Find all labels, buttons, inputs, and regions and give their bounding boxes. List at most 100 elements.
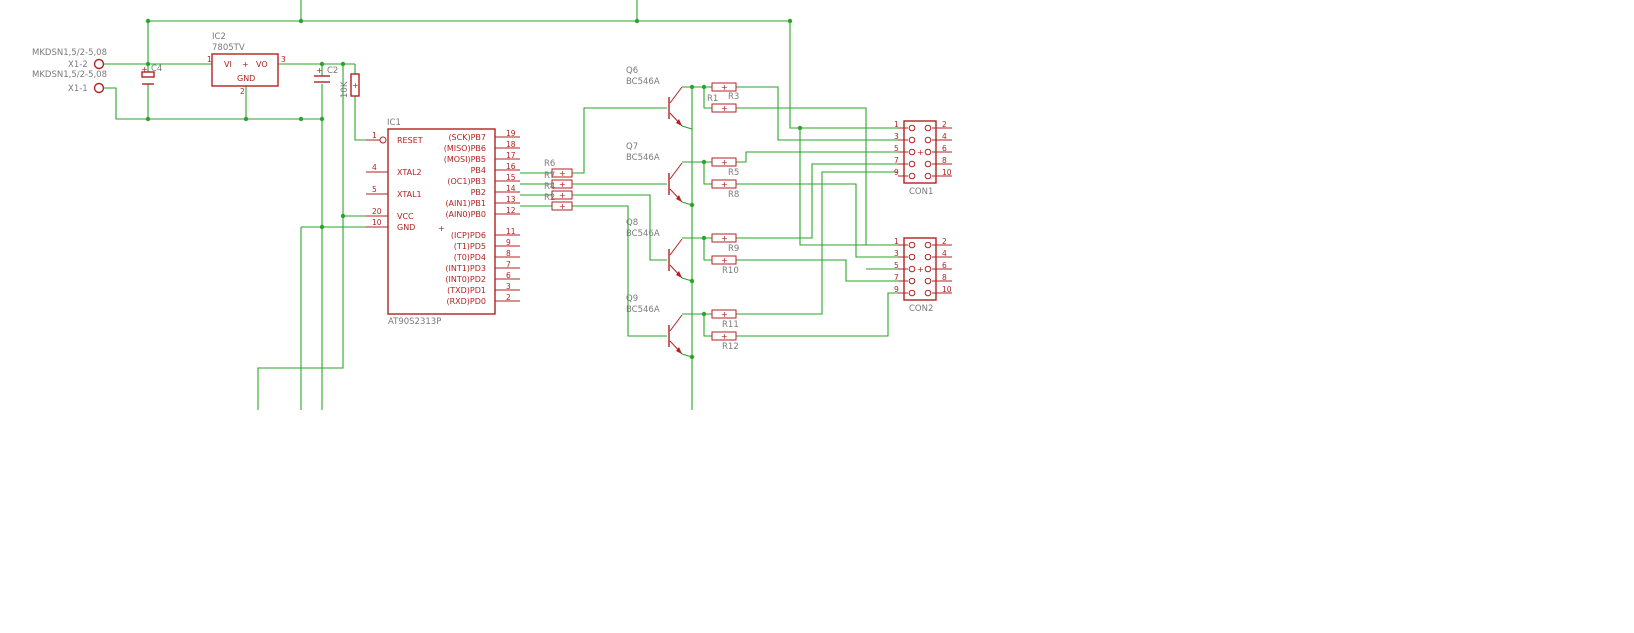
- terminal-x1-1: MKDSN1,5/2-5,08 X1-1: [32, 70, 107, 94]
- mcu-pin-label: XTAL2: [397, 168, 422, 177]
- x1-1-value: MKDSN1,5/2-5,08: [32, 70, 107, 80]
- connector-pin-number: 8: [942, 156, 947, 165]
- mcu-pin-oc1pb3: 15 (OC1)PB3: [447, 173, 520, 186]
- mcu-pin-number: 14: [506, 184, 516, 193]
- mcu-ic1: IC1 AT90S2313P + 1RESET4XTAL25XTAL120VCC…: [366, 118, 520, 327]
- svg-text:+: +: [721, 158, 728, 167]
- connector-pin-number: 6: [942, 261, 947, 270]
- r2-label: R2: [544, 193, 555, 203]
- transistor-name: Q9: [626, 294, 638, 304]
- svg-text:3: 3: [281, 55, 286, 64]
- mcu-pin-number: 19: [506, 129, 516, 138]
- mcu-pin-label: PB4: [471, 166, 486, 175]
- mcu-pin-label: (AIN0)PB0: [445, 210, 486, 219]
- mcu-pin-number: 15: [506, 173, 516, 182]
- mcu-pin-label: (AIN1)PB1: [445, 199, 486, 208]
- r6-label: R6: [544, 159, 555, 169]
- mcu-pin-number: 13: [506, 195, 516, 204]
- ic2-value: 7805TV: [212, 43, 245, 53]
- svg-text:+: +: [917, 148, 924, 157]
- mcu-pin-int0pd2: 6(INT0)PD2: [445, 271, 520, 284]
- svg-text:+: +: [721, 332, 728, 341]
- mcu-pin-label: RESET: [397, 136, 423, 145]
- mcu-pin-label: (MISO)PB6: [444, 144, 486, 153]
- mcu-pin-number: 4: [372, 163, 377, 172]
- transistor-value: BC546A: [626, 153, 660, 163]
- ic2-pin-vi: VI: [224, 60, 232, 69]
- mcu-pin-label: VCC: [397, 212, 414, 221]
- svg-text:+: +: [721, 310, 728, 319]
- mcu-pin-number: 10: [372, 218, 382, 227]
- svg-text:+: +: [721, 256, 728, 265]
- mcu-pin-icppd6: 11(ICP)PD6: [451, 227, 520, 240]
- svg-text:+: +: [141, 65, 148, 74]
- mcu-pin-ain0pb0: 12(AIN0)PB0: [445, 206, 520, 219]
- r8-label: R8: [728, 190, 739, 200]
- r12-label: R12: [722, 342, 739, 352]
- r11-label: R11: [722, 320, 739, 330]
- mcu-pin-label: GND: [397, 223, 415, 232]
- connector-pin-number: 5: [894, 144, 899, 153]
- x1-2-label: X1-2: [68, 60, 88, 70]
- mcu-pin-label: (OC1)PB3: [447, 177, 486, 186]
- connector-pin-number: 7: [894, 273, 899, 282]
- mcu-pin-label: XTAL1: [397, 190, 422, 199]
- mcu-pin-label: (TXD)PD1: [447, 286, 486, 295]
- connector-pin-number: 5: [894, 261, 899, 270]
- c4-label: C4: [151, 64, 162, 74]
- mcu-pin-number: 6: [506, 271, 511, 280]
- svg-text:+: +: [917, 265, 924, 274]
- transistor-value: BC546A: [626, 305, 660, 315]
- svg-text:+: +: [721, 104, 728, 113]
- connector-pin-number: 9: [894, 168, 899, 177]
- mcu-right-pins: 19(SCK)PB718(MISO)PB617(MOSI)PB516PB415(…: [444, 129, 520, 306]
- collector-resistors: + + + + + + + + R1 R3 R5 R8 R9 R10 R11 R…: [707, 82, 739, 352]
- connector-pin-number: 10: [942, 285, 952, 294]
- mcu-pin-label: (ICP)PD6: [451, 231, 486, 240]
- svg-text:+: +: [721, 83, 728, 92]
- transistor-name: Q7: [626, 142, 638, 152]
- transistor-name: Q8: [626, 218, 638, 228]
- r1-label: R1: [707, 94, 718, 104]
- mcu-pin-mosipb5: 17(MOSI)PB5: [444, 151, 520, 164]
- ic2-name: IC2: [212, 32, 226, 42]
- svg-text:+: +: [438, 224, 445, 233]
- svg-text:2: 2: [240, 87, 245, 96]
- svg-text:+: +: [559, 169, 566, 178]
- mcu-pin-label: (SCK)PB7: [448, 133, 486, 142]
- transistor-value: BC546A: [626, 229, 660, 239]
- mcu-pin-int1pd3: 7(INT1)PD3: [445, 260, 520, 273]
- r7-label: R7: [544, 171, 555, 181]
- connector-pin-number: 10: [942, 168, 952, 177]
- mcu-pin-number: 2: [506, 293, 511, 302]
- mcu-pin-number: 7: [506, 260, 511, 269]
- ic2-pin-gnd: GND: [237, 74, 255, 83]
- base-resistors: R6 R7 R4 R2 + + + +: [544, 159, 573, 211]
- resistor-reset: + 10K: [340, 73, 360, 98]
- mcu-pin-sckpb7: 19 (SCK)PB7: [448, 129, 520, 142]
- capacitor-c4: + C4: [141, 64, 162, 85]
- regulator-ic2: IC2 7805TV 1 3 2 VI VO GND +: [207, 32, 286, 96]
- c2-label: C2: [327, 66, 338, 76]
- connector-pin-number: 6: [942, 144, 947, 153]
- mcu-pin-txdpd1: 3(TXD)PD1: [447, 282, 520, 295]
- mcu-pin-label: (T1)PD5: [454, 242, 486, 251]
- r4-label: R4: [544, 182, 555, 192]
- mcu-pin-number: 1: [372, 131, 377, 140]
- svg-text:+: +: [721, 180, 728, 189]
- mcu-pin-number: 5: [372, 185, 377, 194]
- connector-pin-number: 1: [894, 120, 899, 129]
- mcu-pin-ain1pb1: 13 (AIN1)PB1: [445, 195, 520, 208]
- capacitor-c2: + C2: [314, 66, 338, 83]
- r10-label: R10: [722, 266, 739, 276]
- svg-text:+: +: [242, 60, 249, 69]
- mcu-pin-number: 9: [506, 238, 511, 247]
